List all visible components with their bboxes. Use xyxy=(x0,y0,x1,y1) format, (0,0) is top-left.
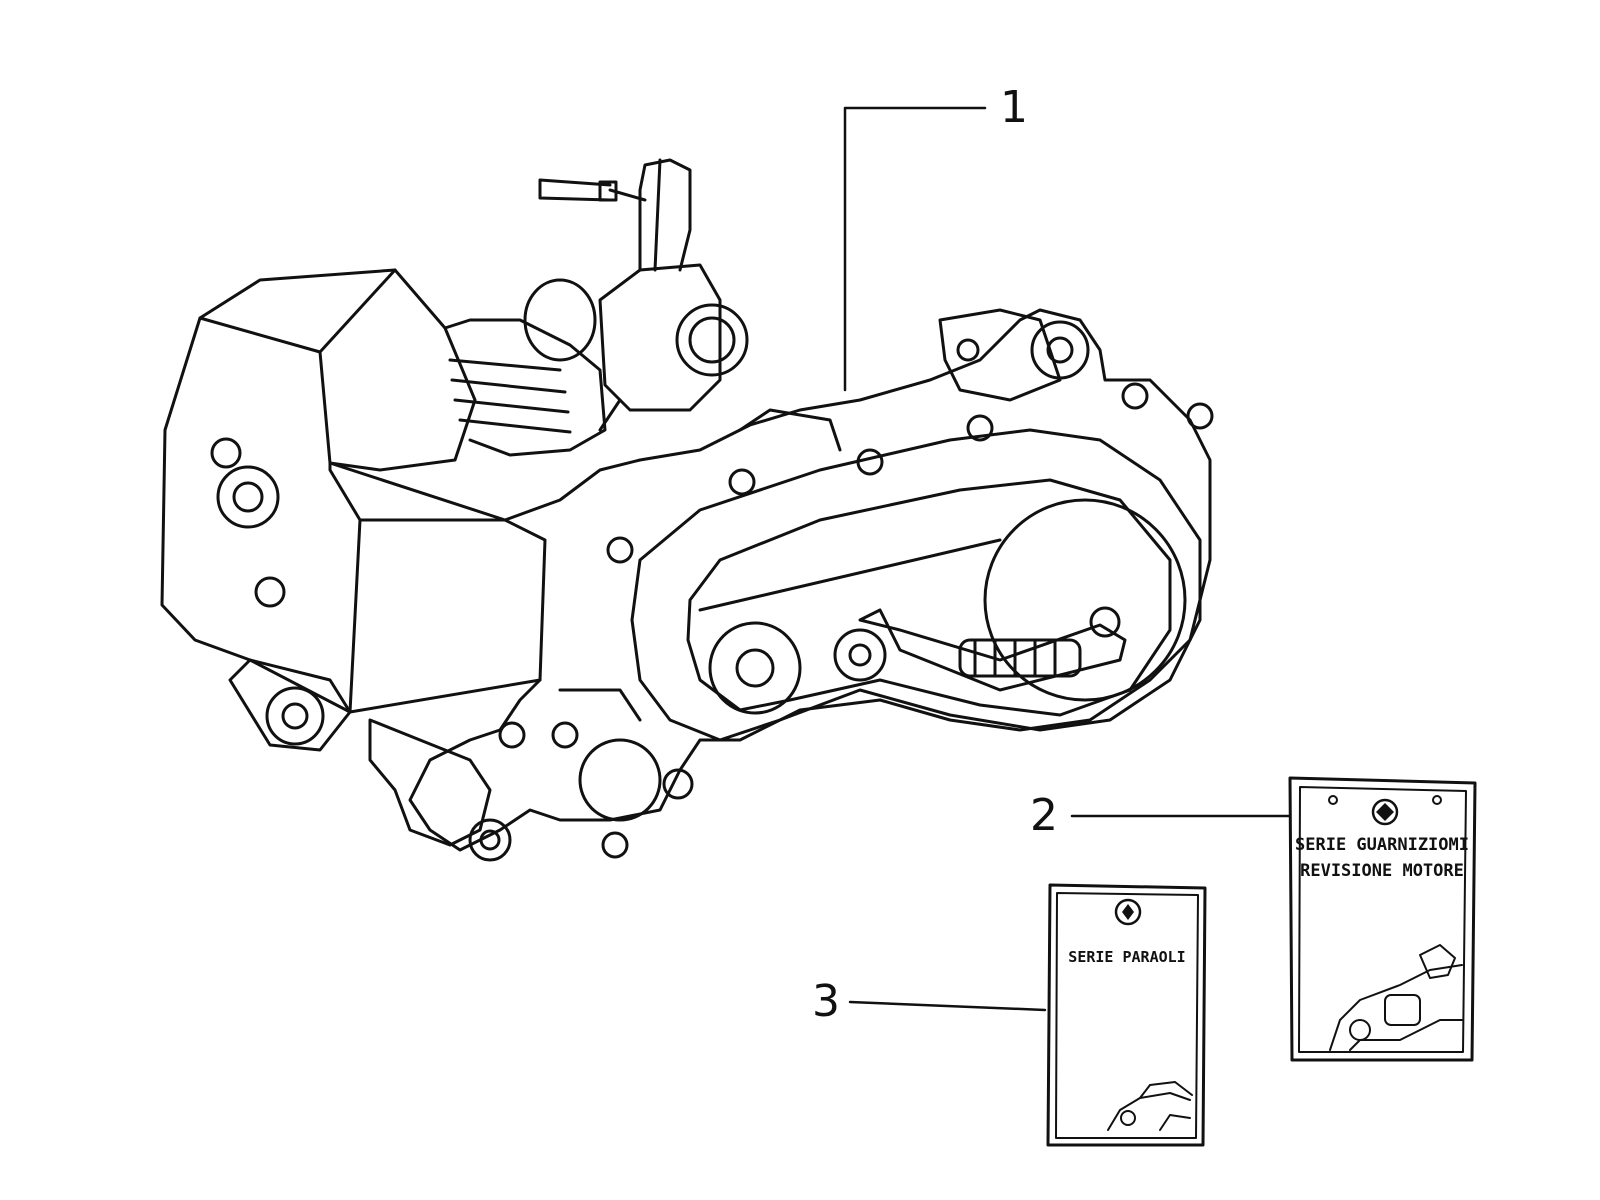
leader-line-3 xyxy=(848,1000,1047,1012)
engine-drawing xyxy=(160,158,1214,862)
oil-seal-kit-title: SERIE PARAOLI xyxy=(1068,948,1185,966)
callout-3: 3 xyxy=(812,976,840,1027)
piaggio-logo-icon xyxy=(1371,798,1399,826)
callout-1: 1 xyxy=(1000,82,1028,133)
piaggio-logo-icon xyxy=(1114,898,1142,926)
leader-line-1 xyxy=(843,106,987,392)
gasket-kit-subtitle: REVISIONE MOTORE xyxy=(1300,861,1464,881)
callout-2: 2 xyxy=(1030,790,1058,841)
oil-seal-kit-package: SERIE PARAOLI xyxy=(1046,883,1207,1147)
gasket-kit-title: SERIE GUARNIZIOMI xyxy=(1295,835,1469,855)
gasket-kit-package: SERIE GUARNIZIOMI REVISIONE MOTORE xyxy=(1288,776,1477,1062)
